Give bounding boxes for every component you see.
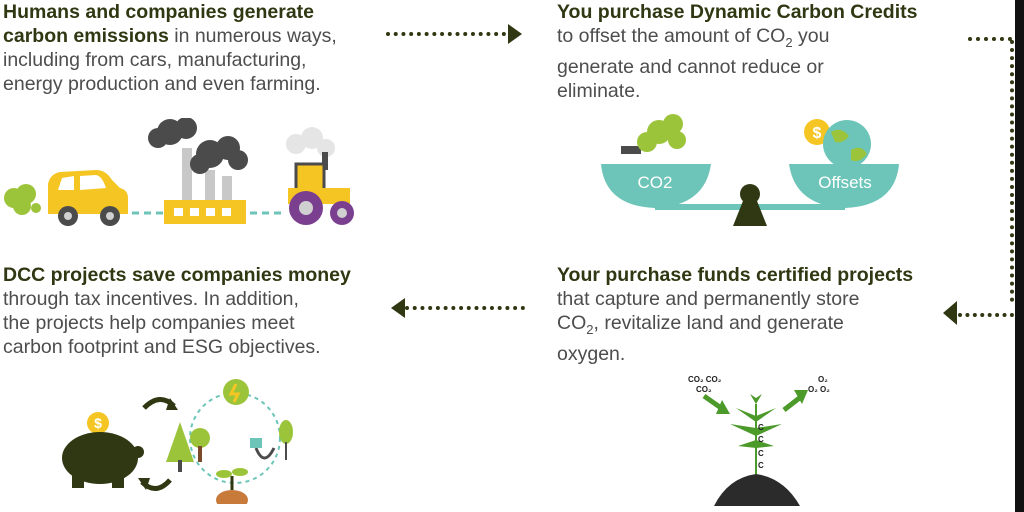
balance-scale-icon: CO2 Offsets [601,164,899,226]
step-purchase-line-3: generate and cannot reduce or [557,55,824,78]
factory-icon [148,118,248,224]
arrow-in-icon [702,393,730,414]
exhaust-cloud-icon [4,184,41,215]
scale-right-label: Offsets [818,173,872,192]
o2-label-1: O₂ [818,375,828,384]
step-funds-line-3: CO [557,312,587,334]
tree-icon [166,422,210,472]
carbon-capture-illustration: CO₂ CO₂ CO₂ O₂ O₂ O₂ C C C C [688,375,830,506]
step-emissions-line-3: including from cars, manufacturing, [3,49,307,71]
step-emissions-heading: Humans and companies generate [3,1,315,23]
cycle-arrows-icon [138,397,178,491]
soil-mound-icon [714,474,800,506]
step-savings-line-4: carbon footprint and ESG objectives. [3,336,321,358]
co2-label-2: CO₂ [696,385,712,394]
step-funds-line-4: oxygen. [557,342,626,365]
car-icon [48,170,128,226]
step-savings: DCC projects save companies money throug… [3,263,388,359]
step-funds-heading: Your purchase funds certified projects [557,264,914,286]
leaf-icon [279,420,293,460]
smoke-cloud-icon [621,114,686,154]
step-emissions-text: in numerous ways, [168,25,337,47]
carbon-label-1: C [758,423,764,432]
step-funds-line-3-end: , revitalize land and generate [593,312,844,334]
step-savings-line-2: through tax incentives. In addition, [3,288,299,310]
carbon-label-2: C [758,435,764,444]
co2-label-1: CO₂ CO₂ [688,375,722,384]
step-funds-line-2: that capture and permanently store [557,288,860,310]
piggy-coin-symbol: $ [94,415,102,431]
plug-icon [250,438,276,460]
coin-icon: $ [804,119,830,145]
carbon-label-3: C [758,449,764,458]
sprout-icon [216,468,248,504]
o2-label-2: O₂ O₂ [808,385,830,394]
offset-scale-illustration: $ CO2 Offsets [601,114,899,226]
lightbulb-icon [223,379,249,405]
step-funds: Your purchase funds certified projects t… [557,263,957,366]
step-savings-heading: DCC projects save companies money [3,264,351,286]
step-emissions: Humans and companies generate carbon emi… [3,0,383,96]
frame-edge [1015,0,1024,512]
step-purchase-line-4: eliminate. [557,79,641,102]
scale-left-label: CO2 [638,173,673,192]
scale-coin-symbol: $ [813,125,822,142]
step-purchase-sub: 2 [785,34,793,50]
step-purchase-line-2-end: you [792,25,830,47]
piggy-bank-icon: $ [62,412,144,488]
carbon-label-4: C [758,461,764,470]
step-funds-sub: 2 [586,321,594,337]
arrow-out-icon [782,390,808,412]
plant-icon [730,394,782,474]
tractor-icon [286,127,354,225]
savings-illustration: $ [62,379,293,504]
globe-icon [823,120,871,168]
step-purchase: You purchase Dynamic Carbon Credits to o… [557,0,957,103]
step-savings-line-3: the projects help companies meet [3,312,295,334]
emissions-illustration [4,118,354,226]
step-emissions-heading-cont: carbon emissions [3,25,169,47]
step-purchase-line-2: to offset the amount of CO [557,25,786,47]
step-emissions-line-4: energy production and even farming. [3,73,321,95]
step-purchase-heading: You purchase Dynamic Carbon Credits [557,1,918,23]
